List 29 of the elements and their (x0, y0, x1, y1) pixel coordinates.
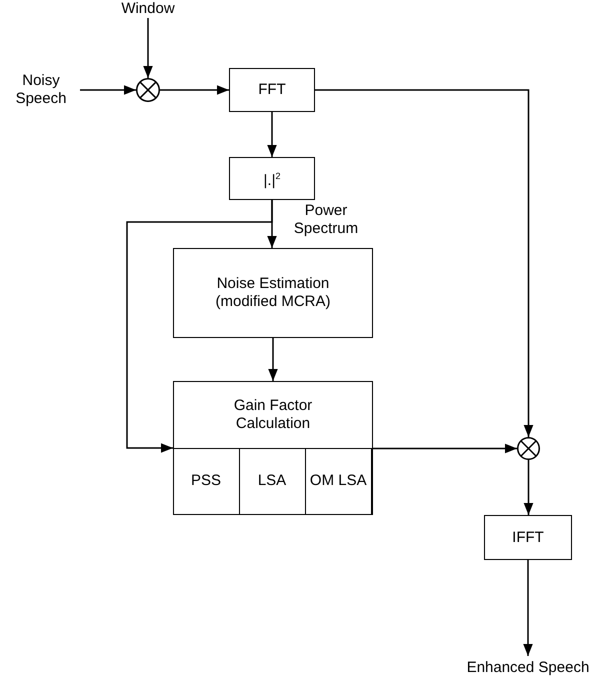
arrow (524, 460, 534, 515)
multiplier-symbol (517, 437, 540, 460)
arrow (523, 560, 533, 656)
process-box (484, 515, 572, 560)
signal-label: Window (121, 0, 175, 18)
arrow (267, 112, 277, 157)
arrow (160, 85, 229, 95)
arrow (268, 338, 278, 381)
arrow (80, 85, 136, 95)
process-box (229, 68, 315, 112)
box-text: |.|$^{2}$ (264, 170, 280, 190)
box-text: FFT (258, 81, 286, 99)
box-text: IFFT (512, 528, 544, 546)
box-text: Gain Factor Calculation (232, 396, 314, 434)
process-box (229, 157, 315, 200)
multiplier-symbol (136, 78, 160, 102)
process-box (173, 381, 373, 515)
method-cell (304, 448, 372, 514)
process-box (173, 248, 373, 338)
arrow (373, 444, 517, 454)
box-text: PSS (190, 472, 221, 490)
box-text: OM LSA (310, 472, 367, 490)
box-text: LSA (258, 472, 286, 490)
box-text: Noise Estimation (modified MCRA) (214, 275, 332, 311)
arrow (315, 89, 534, 437)
arrow (126, 200, 273, 453)
signal-label: Noisy Speech (14, 72, 68, 108)
signal-label: Enhanced Speech (466, 659, 590, 677)
arrow (143, 18, 153, 78)
